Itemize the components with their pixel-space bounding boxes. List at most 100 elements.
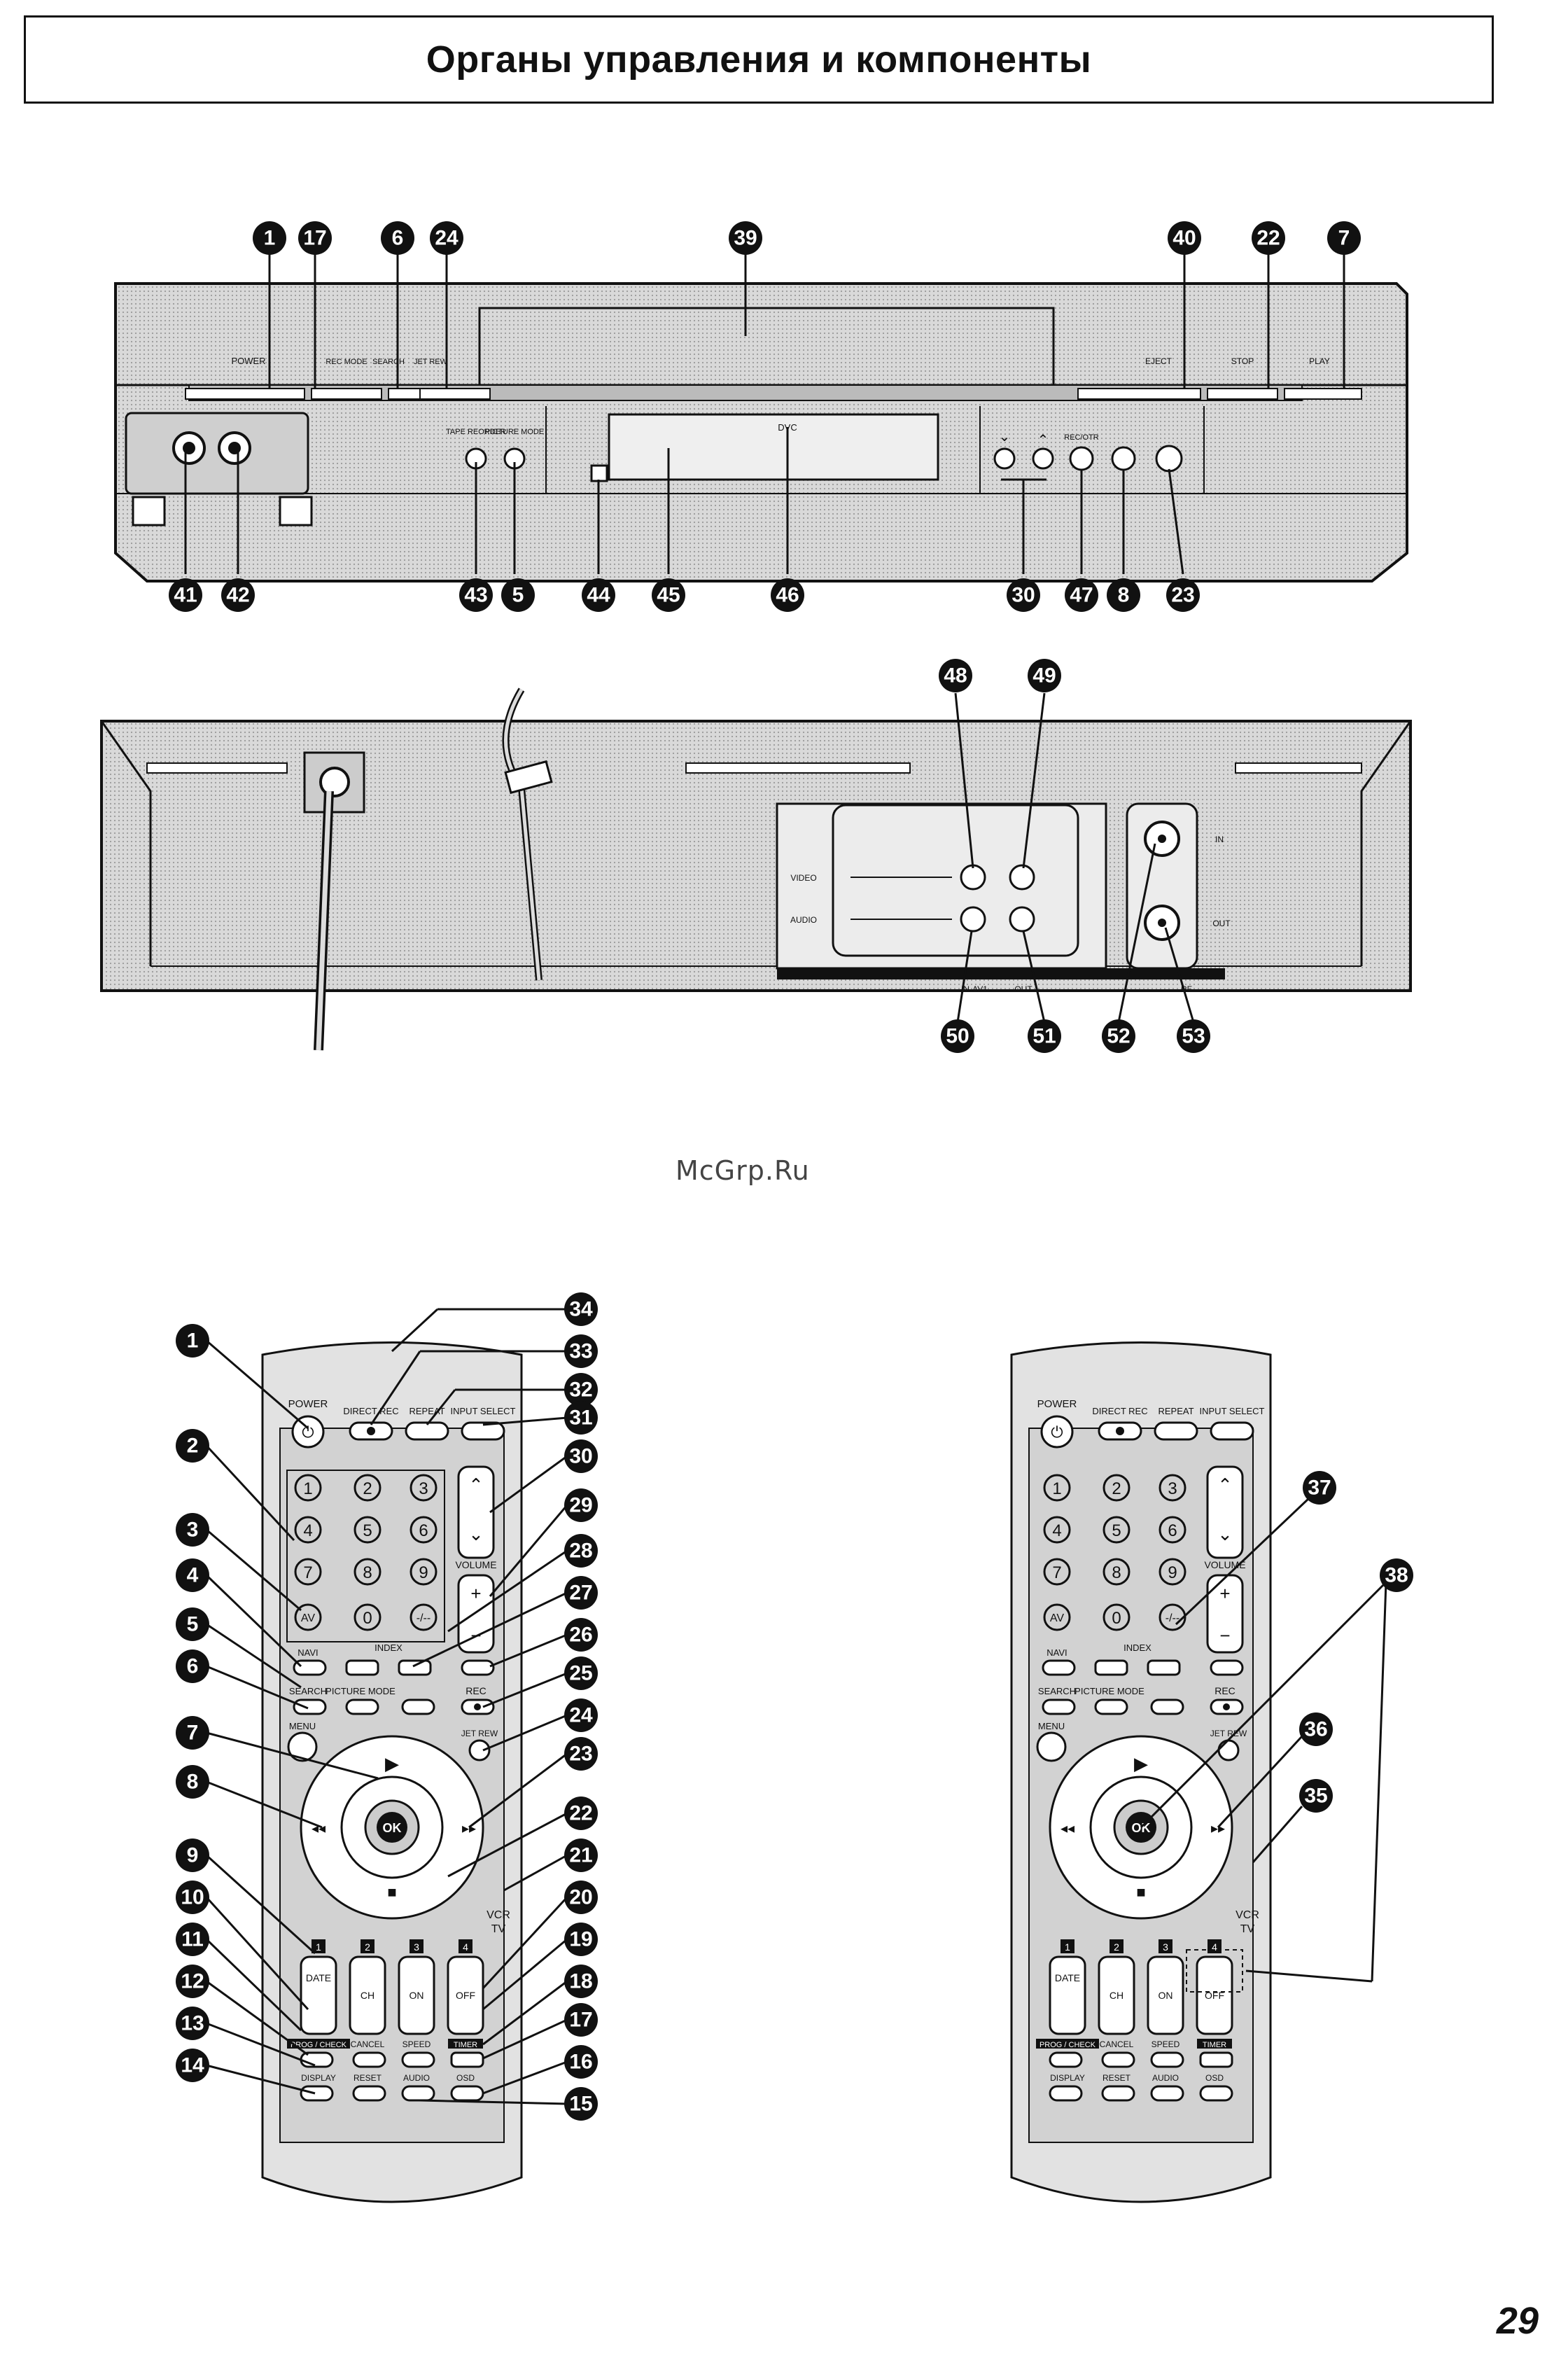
svg-text:49: 49 (1032, 664, 1056, 688)
svg-text:6: 6 (1168, 1521, 1177, 1540)
svg-text:OK: OK (1132, 1821, 1151, 1835)
volume-label: VOLUME (455, 1559, 496, 1570)
svg-text:25: 25 (569, 1662, 592, 1685)
svg-text:37: 37 (1308, 1477, 1331, 1500)
svg-text:4: 4 (1052, 1521, 1061, 1540)
date-label: DATE (306, 1972, 331, 1983)
svg-text:4: 4 (303, 1521, 312, 1540)
input-select-label: INPUT SELECT (451, 1406, 516, 1416)
svg-text:52: 52 (1107, 1025, 1130, 1048)
front-callouts-bottom: 41 42 43 5 44 45 46 30 47 8 23 (169, 578, 1200, 612)
remote-right-callouts: 34 33 32 31 30 29 28 27 26 25 24 23 22 2… (564, 1292, 598, 2121)
remote-left-callouts: 1 2 3 4 5 6 7 8 9 10 11 12 13 14 (176, 1324, 209, 2082)
svg-text:SEARCH: SEARCH (1038, 1686, 1076, 1696)
title-box: Органы управления и компоненты (24, 15, 1494, 104)
svg-text:16: 16 (569, 2051, 592, 2074)
svg-text:−: − (1219, 1625, 1230, 1646)
menu-label: MENU (289, 1721, 316, 1731)
tv-label: TV (491, 1923, 506, 1935)
svg-text:DATE: DATE (1055, 1972, 1080, 1983)
svg-text:20: 20 (569, 1886, 592, 1909)
svg-text:3: 3 (414, 1941, 419, 1953)
svg-text:43: 43 (464, 584, 487, 607)
svg-text:AV: AV (301, 1612, 315, 1624)
remote-number-keys: 1 2 3 4 5 6 7 8 9 AV 0 -/-- (294, 1474, 438, 1631)
svg-text:26: 26 (569, 1624, 592, 1647)
display-window (608, 413, 939, 481)
svg-text:17: 17 (569, 2009, 592, 2032)
svg-text:23: 23 (1171, 584, 1194, 607)
svg-text:6: 6 (419, 1521, 428, 1540)
search-label: SEARCH (372, 358, 405, 366)
svg-text:21: 21 (569, 1844, 592, 1867)
video-in-jack-icon (960, 864, 986, 891)
svg-text:7: 7 (187, 1722, 199, 1745)
remote-power-label: POWER (288, 1398, 328, 1410)
svg-text:■: ■ (1136, 1883, 1145, 1901)
rec-otr-label: REC/OTR (1064, 433, 1099, 442)
svg-text:CH: CH (1110, 1990, 1124, 2001)
rewind-button (1111, 446, 1136, 471)
svg-text:⏻: ⏻ (302, 1423, 314, 1441)
speed-label: SPEED (402, 2039, 431, 2049)
svg-text:23: 23 (569, 1743, 592, 1766)
svg-text:8: 8 (187, 1771, 199, 1794)
svg-text:POWER: POWER (1037, 1398, 1077, 1410)
audio-label: AUDIO (403, 2073, 430, 2083)
jet-rew-button (419, 388, 491, 400)
rec-label: REC (465, 1685, 486, 1696)
svg-text:PICTURE MODE: PICTURE MODE (1074, 1686, 1144, 1696)
vcr-front-panel: POWER REC MODE SEARCH JET REW EJECT STOP… (114, 282, 1408, 582)
rec-button (1069, 446, 1094, 471)
svg-text:17: 17 (303, 227, 326, 250)
svg-text:AUDIO: AUDIO (1152, 2073, 1179, 2083)
svg-text:-/--: -/-- (416, 1612, 430, 1624)
svg-text:⌄: ⌄ (999, 429, 1011, 445)
svg-text:32: 32 (569, 1379, 592, 1402)
svg-text:3: 3 (187, 1519, 199, 1542)
svg-text:18: 18 (569, 1970, 592, 1993)
svg-text:2: 2 (1112, 1479, 1121, 1498)
svg-text:OSD: OSD (1205, 2073, 1224, 2083)
svg-text:1: 1 (264, 227, 276, 250)
svg-text:36: 36 (1304, 1718, 1327, 1741)
svg-text:7: 7 (303, 1563, 312, 1582)
audio-label: AUDIO (790, 915, 817, 925)
svg-text:2: 2 (365, 1941, 370, 1953)
svg-text:40: 40 (1172, 227, 1196, 250)
svg-text:DISPLAY: DISPLAY (1050, 2073, 1085, 2083)
svg-text:CANCEL: CANCEL (1100, 2039, 1134, 2049)
svg-text:RESET: RESET (1102, 2073, 1131, 2083)
svg-text:⌃: ⌃ (468, 1474, 484, 1495)
rf-in-label: IN (1215, 835, 1224, 844)
display-label: DISPLAY (301, 2073, 336, 2083)
audio-out-jack-icon (1009, 906, 1035, 933)
svg-text:7: 7 (1338, 227, 1350, 250)
svg-text:13: 13 (181, 2012, 204, 2035)
timer-number-boxes: 1 2 3 4 (312, 1939, 472, 1953)
prog-check-label: PROG / CHECK (290, 2041, 347, 2049)
svg-text:38: 38 (1385, 1564, 1408, 1587)
direct-rec-label: DIRECT REC (343, 1406, 398, 1416)
svg-text:1: 1 (187, 1330, 199, 1353)
eject-label: EJECT (1145, 356, 1172, 366)
svg-text:0: 0 (363, 1609, 372, 1628)
rear-callouts: 48 49 50 51 52 53 (939, 659, 1210, 1053)
video-label: VIDEO (790, 873, 816, 883)
svg-text:1: 1 (316, 1941, 321, 1953)
av-terminal-panel (832, 804, 1079, 957)
front-callouts-top: 1 17 6 24 39 40 22 7 (253, 221, 1361, 255)
svg-text:REC: REC (1214, 1685, 1236, 1696)
svg-text:6: 6 (392, 227, 404, 250)
off-label: OFF (456, 1990, 475, 2001)
remote-second-callouts: 37 38 36 35 (1299, 1471, 1413, 1813)
osd-label: OSD (456, 2073, 475, 2083)
fast-forward-button (1155, 445, 1183, 473)
svg-text:OK: OK (383, 1821, 402, 1835)
ch-up-button (1032, 447, 1054, 470)
svg-text:5: 5 (363, 1521, 372, 1540)
video-out-jack-icon (1009, 864, 1035, 891)
jet-rew-label: JET REW (461, 1729, 498, 1738)
svg-text:9: 9 (187, 1844, 199, 1867)
svg-text:39: 39 (734, 227, 757, 250)
